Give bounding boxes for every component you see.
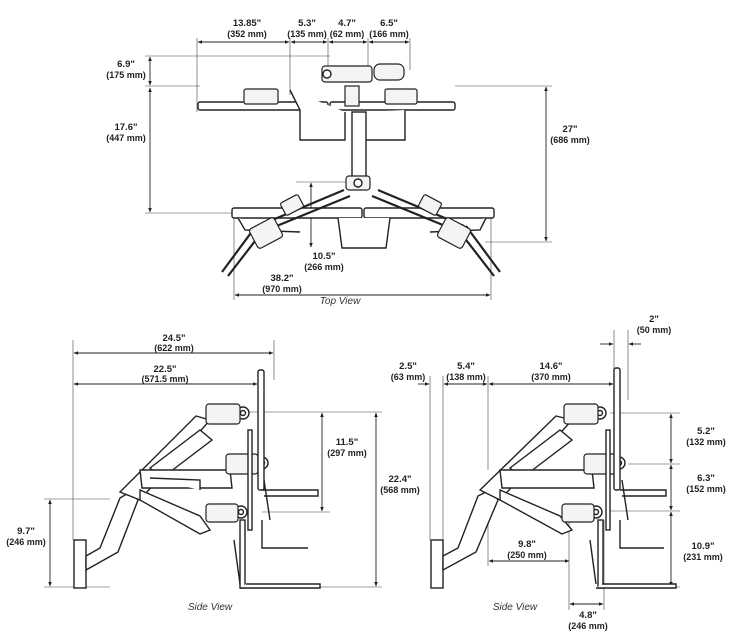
side-right-dim-1: 2" (50 mm) bbox=[637, 314, 672, 335]
svg-text:(250 mm): (250 mm) bbox=[507, 550, 547, 560]
svg-text:2.5": 2.5" bbox=[399, 361, 417, 372]
svg-text:(166 mm): (166 mm) bbox=[369, 29, 409, 39]
svg-text:22.4": 22.4" bbox=[389, 474, 412, 485]
svg-text:(138 mm): (138 mm) bbox=[446, 372, 486, 382]
side-view-left: 24.5" (622 mm) 22.5" (571.5 mm) 11.5" (2… bbox=[6, 333, 420, 613]
side-right-dim-5: 5.2" (132 mm) bbox=[686, 426, 726, 447]
side-right-dim-4: 14.6" (370 mm) bbox=[531, 361, 571, 382]
side-left-dim-4: 22.4" (568 mm) bbox=[380, 474, 420, 495]
top-view-dim-4: 6.5" (166 mm) bbox=[369, 18, 409, 39]
svg-text:6.3": 6.3" bbox=[697, 473, 715, 484]
svg-text:(970 mm): (970 mm) bbox=[262, 284, 302, 294]
side-right-dim-3: 5.4" (138 mm) bbox=[446, 361, 486, 382]
side-view-right: 2" (50 mm) 2.5" (63 mm) 5.4" (138 mm) 14… bbox=[391, 314, 726, 631]
svg-text:14.6": 14.6" bbox=[540, 361, 563, 372]
side-left-dim-3: 11.5" (297 mm) bbox=[327, 437, 367, 458]
svg-text:(686 mm): (686 mm) bbox=[550, 135, 590, 145]
side-right-caption: Side View bbox=[493, 602, 538, 613]
svg-text:22.5": 22.5" bbox=[154, 364, 177, 375]
svg-text:2": 2" bbox=[649, 314, 659, 325]
svg-text:6.5": 6.5" bbox=[380, 18, 398, 29]
svg-text:(622 mm): (622 mm) bbox=[154, 343, 194, 353]
top-view: 13.85" (352 mm) 5.3" (135 mm) 4.7" (62 m… bbox=[106, 18, 590, 307]
svg-text:9.8": 9.8" bbox=[518, 539, 536, 550]
svg-text:(62 mm): (62 mm) bbox=[330, 29, 365, 39]
svg-text:6.9": 6.9" bbox=[117, 59, 135, 70]
svg-text:9.7": 9.7" bbox=[17, 526, 35, 537]
svg-text:5.2": 5.2" bbox=[697, 426, 715, 437]
side-right-dim-9: 4.8" (246 mm) bbox=[568, 610, 608, 631]
side-left-dim-5: 9.7" (246 mm) bbox=[6, 526, 46, 547]
svg-text:(352 mm): (352 mm) bbox=[227, 29, 267, 39]
top-view-dim-6: 17.6" (447 mm) bbox=[106, 122, 146, 143]
svg-text:4.8": 4.8" bbox=[579, 610, 597, 621]
top-view-dim-5: 6.9" (175 mm) bbox=[106, 59, 146, 80]
svg-text:10.5": 10.5" bbox=[313, 251, 336, 262]
svg-text:(231 mm): (231 mm) bbox=[683, 552, 723, 562]
svg-text:(568 mm): (568 mm) bbox=[380, 485, 420, 495]
side-right-arm-drawing bbox=[430, 367, 677, 589]
side-left-dim-1: 24.5" (622 mm) bbox=[154, 333, 194, 353]
side-right-dim-7: 9.8" (250 mm) bbox=[507, 539, 547, 560]
svg-text:(370 mm): (370 mm) bbox=[531, 372, 571, 382]
svg-text:5.3": 5.3" bbox=[298, 18, 316, 29]
svg-text:(297 mm): (297 mm) bbox=[327, 448, 367, 458]
svg-text:13.85": 13.85" bbox=[233, 18, 261, 29]
svg-text:(50 mm): (50 mm) bbox=[637, 325, 672, 335]
top-view-dim-3: 4.7" (62 mm) bbox=[330, 18, 365, 39]
svg-text:(152 mm): (152 mm) bbox=[686, 484, 726, 494]
top-view-dimension-lines bbox=[145, 38, 552, 300]
svg-text:5.4": 5.4" bbox=[457, 361, 475, 372]
svg-text:(132 mm): (132 mm) bbox=[686, 437, 726, 447]
svg-text:24.5": 24.5" bbox=[163, 333, 186, 344]
svg-text:27": 27" bbox=[562, 124, 577, 135]
svg-text:(571.5 mm): (571.5 mm) bbox=[141, 374, 188, 384]
svg-text:11.5": 11.5" bbox=[336, 437, 358, 448]
svg-text:(175 mm): (175 mm) bbox=[106, 70, 146, 80]
side-right-dim-8: 10.9" (231 mm) bbox=[683, 541, 723, 562]
svg-text:(246 mm): (246 mm) bbox=[568, 621, 608, 631]
svg-text:(135 mm): (135 mm) bbox=[287, 29, 327, 39]
side-left-dimension-lines bbox=[44, 340, 382, 588]
top-view-dim-7: 27" (686 mm) bbox=[550, 124, 590, 145]
svg-text:38.2": 38.2" bbox=[271, 273, 294, 284]
svg-text:4.7": 4.7" bbox=[338, 18, 356, 29]
top-view-dim-8: 10.5" (266 mm) bbox=[304, 251, 344, 272]
side-left-caption: Side View bbox=[188, 602, 233, 613]
svg-text:17.6": 17.6" bbox=[115, 122, 138, 133]
side-left-arm-drawing bbox=[73, 369, 321, 589]
side-right-dim-2: 2.5" (63 mm) bbox=[391, 361, 426, 382]
top-view-caption: Top View bbox=[320, 296, 361, 307]
svg-text:(447 mm): (447 mm) bbox=[106, 133, 146, 143]
top-view-dim-2: 5.3" (135 mm) bbox=[287, 18, 327, 39]
svg-text:10.9": 10.9" bbox=[692, 541, 715, 552]
top-view-dim-1: 13.85" (352 mm) bbox=[227, 18, 267, 39]
top-view-arm-drawing bbox=[197, 63, 501, 277]
svg-text:(246 mm): (246 mm) bbox=[6, 537, 46, 547]
side-left-dim-2: 22.5" (571.5 mm) bbox=[141, 364, 188, 384]
side-right-dim-6: 6.3" (152 mm) bbox=[686, 473, 726, 494]
svg-text:(63 mm): (63 mm) bbox=[391, 372, 426, 382]
svg-text:(266 mm): (266 mm) bbox=[304, 262, 344, 272]
top-view-dim-9: 38.2" (970 mm) bbox=[262, 273, 302, 294]
